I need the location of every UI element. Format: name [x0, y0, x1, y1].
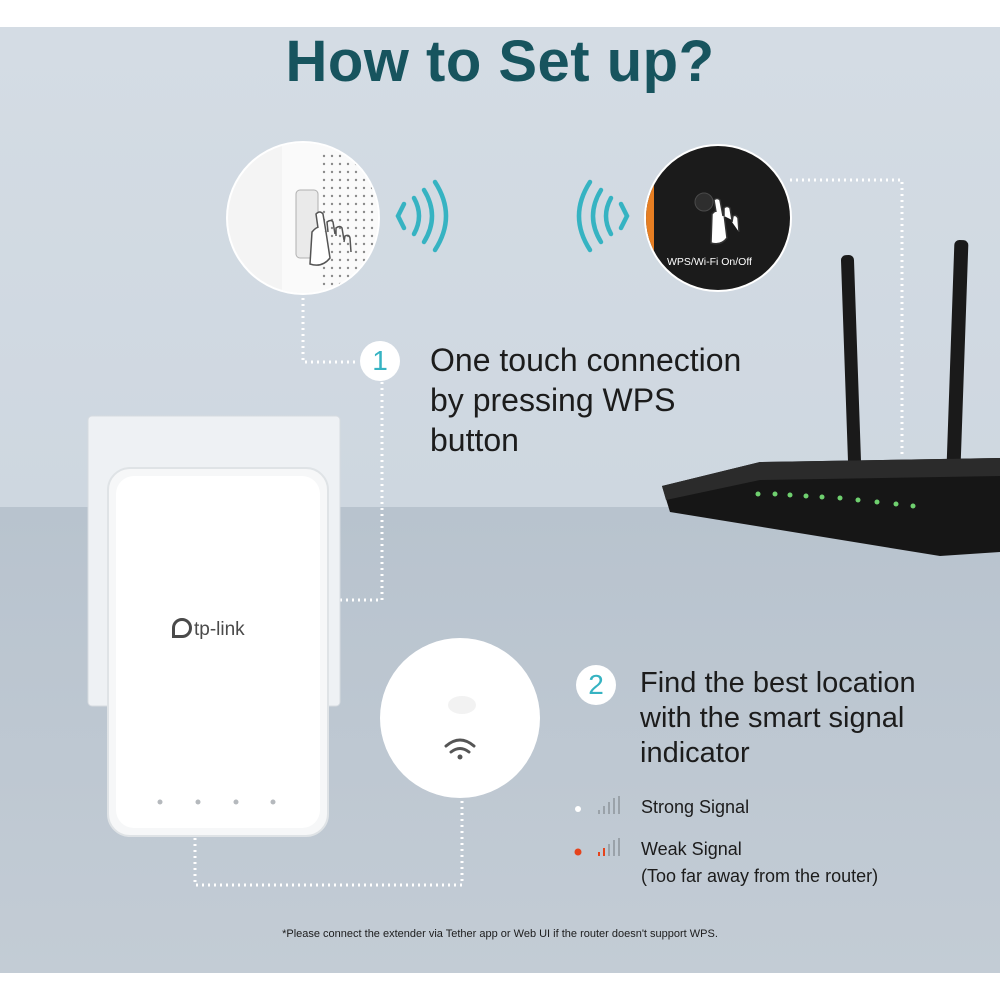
weak-signal-bars-icon: [598, 838, 620, 856]
extender-logo-text: tp-link: [194, 619, 245, 640]
router-led-icons: [755, 491, 916, 509]
step-1-line-2: by pressing WPS: [430, 382, 676, 418]
weak-signal-dot: [574, 848, 582, 856]
connector-lines: [193, 178, 904, 887]
step-1-number: 1: [360, 341, 400, 381]
extender-wps-closeup: [226, 141, 380, 295]
step-2-line-2: with the smart signal: [640, 702, 905, 734]
router-button-label: WPS/Wi-Fi On/Off: [667, 256, 752, 268]
wifi-wave-icon-right: [576, 179, 630, 253]
step-2-text: Find the best location with the smart si…: [640, 666, 916, 771]
router-illustration: [662, 240, 1000, 556]
wifi-icon: [444, 738, 476, 754]
extender-logo: tp-link: [172, 618, 245, 641]
weak-signal-label: Weak Signal: [641, 839, 742, 859]
step-1-line-1: One touch connection: [430, 342, 742, 378]
router-wps-closeup: [644, 144, 792, 292]
strong-signal-dot: [575, 806, 581, 812]
step-1-text: One touch connection by pressing WPS but…: [430, 340, 741, 460]
footnote: *Please connect the extender via Tether …: [282, 928, 718, 940]
signal-bars-icon: [598, 796, 620, 814]
step-2-number: 2: [576, 665, 616, 705]
strong-signal-label: Strong Signal: [641, 797, 750, 817]
step-1-line-3: button: [430, 422, 519, 458]
signal-indicator-closeup: [380, 638, 540, 798]
weak-signal-note: (Too far away from the router): [641, 866, 879, 886]
step-2-line-1: Find the best location: [640, 667, 916, 699]
page-title: How to Set up?: [285, 29, 715, 94]
extender-led-icons: [157, 799, 276, 805]
wifi-wave-icon-left: [395, 179, 449, 253]
range-extender: [107, 467, 329, 837]
tp-link-logo-icon: [172, 618, 192, 638]
step-2-line-3: indicator: [640, 737, 750, 769]
